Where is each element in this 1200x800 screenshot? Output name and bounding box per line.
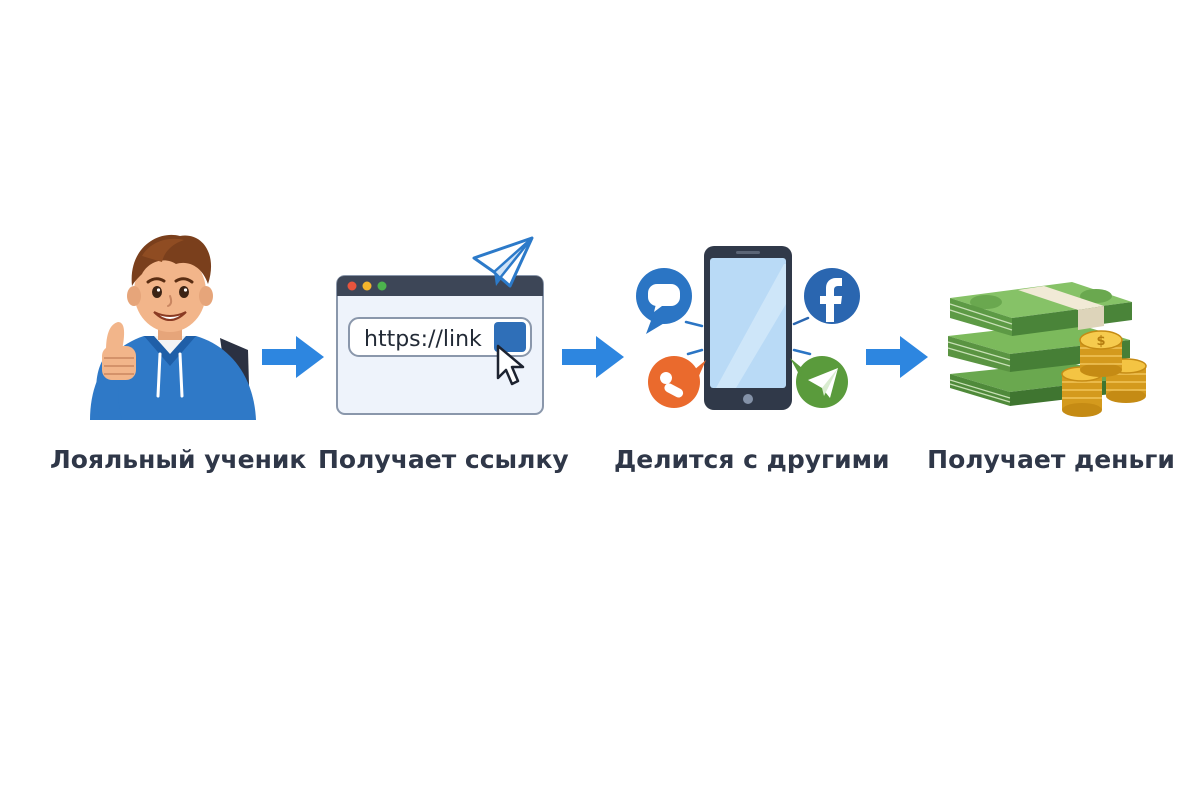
flow-arrow-1: [262, 334, 326, 380]
step-1-art: [72, 226, 268, 426]
chat-bubble-icon: [636, 268, 692, 334]
flow-arrow-3: [866, 334, 930, 380]
step-4-art: $: [946, 270, 1150, 420]
coin-stack-icon: $: [1061, 330, 1147, 417]
money-stack-icon: $: [947, 282, 1147, 417]
step-1-label: Лояльный ученик: [50, 445, 307, 474]
svg-text:$: $: [1096, 334, 1105, 349]
step-3-label: Делится с другими: [614, 445, 890, 474]
telegram-icon: [790, 356, 848, 408]
student-thumbs-up-icon: [90, 234, 256, 420]
share-bubble-icon: [648, 356, 706, 408]
arrow-right-icon: [562, 336, 624, 378]
phone-share-icon: [636, 246, 860, 410]
browser-link-icon: https://link: [336, 236, 544, 415]
arrow-right-icon: [262, 336, 324, 378]
step-2-label: Получает ссылку: [318, 445, 569, 474]
url-text: https://link: [364, 327, 482, 352]
flow-arrow-2: [562, 334, 626, 380]
arrow-right-icon: [866, 336, 928, 378]
step-3-art: [632, 244, 866, 414]
step-2-art: https://link: [334, 234, 546, 418]
paper-plane-icon: [472, 236, 534, 288]
step-4-label: Получает деньги: [927, 445, 1175, 474]
facebook-icon: [804, 268, 860, 324]
